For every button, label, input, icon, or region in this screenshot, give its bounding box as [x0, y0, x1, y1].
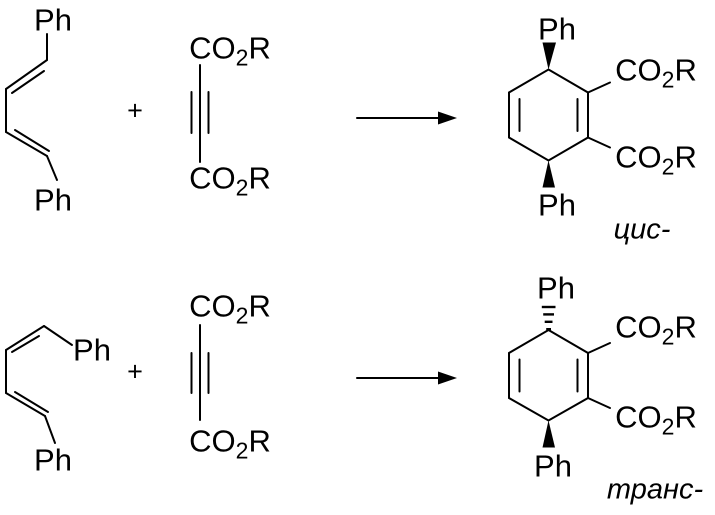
stereo-label-cis: цис-: [613, 213, 671, 246]
ester-bond: [587, 81, 611, 94]
ester-post: R: [248, 423, 271, 459]
product-ring-bottom: [508, 305, 611, 448]
ester-subscript: 2: [661, 66, 675, 93]
plus-sign: +: [127, 356, 143, 387]
ester-post: R: [248, 160, 271, 196]
bond: [5, 392, 46, 417]
phenyl-label: Ph: [537, 270, 575, 305]
double-bond-inner: [11, 70, 45, 94]
solid-wedge-bond: [542, 42, 556, 70]
ester-pre: CO: [615, 139, 662, 175]
ester-pre: CO: [189, 288, 236, 324]
ring-bond: [508, 328, 589, 422]
alkyne-skeleton-top: [190, 64, 210, 163]
ester-post: R: [248, 30, 271, 66]
ester-subscript: 2: [661, 153, 675, 180]
ester-subscript: 2: [235, 174, 249, 201]
ester-subscript: 2: [235, 302, 249, 329]
double-bond-inner: [14, 391, 49, 413]
product-ring-top: [508, 42, 611, 188]
ester-post: R: [674, 139, 697, 175]
ester-pre: CO: [189, 423, 236, 459]
ester-pre: CO: [189, 160, 236, 196]
ester-pre: CO: [615, 52, 662, 88]
diene-skeleton-bottom: [5, 325, 73, 444]
ester-subscript: 2: [235, 437, 249, 464]
ester-pre: CO: [189, 30, 236, 66]
ester-pre: CO: [615, 399, 662, 435]
arrow-head: [438, 371, 457, 385]
solid-wedge-bond: [542, 420, 555, 448]
hashed-wedge-bond: [541, 305, 556, 331]
ester-post: R: [674, 399, 697, 435]
ester-post: R: [674, 52, 697, 88]
ester-pre: CO: [615, 309, 662, 345]
ring-bond: [508, 68, 589, 162]
bond: [5, 325, 45, 351]
reaction-arrow-icon: [356, 111, 457, 125]
diene-skeleton-top: [5, 33, 58, 181]
phenyl-label: Ph: [538, 187, 576, 222]
double-bond-inner: [14, 129, 50, 152]
bond: [5, 131, 48, 157]
stereo-label-trans: транс-: [606, 473, 704, 506]
plus-sign: +: [127, 95, 143, 126]
phenyl-label: Ph: [34, 182, 72, 218]
bond: [5, 59, 48, 90]
ester-subscript: 2: [661, 323, 675, 350]
phenyl-label: Ph: [73, 332, 111, 367]
bond: [46, 155, 58, 181]
phenyl-label: Ph: [538, 11, 576, 46]
ester-post: R: [248, 288, 271, 324]
phenyl-label: Ph: [34, 442, 72, 478]
ester-bond: [587, 397, 611, 409]
solid-wedge-bond: [542, 160, 555, 188]
phenyl-label: Ph: [34, 2, 72, 37]
reaction-arrow-icon: [356, 371, 457, 385]
phenyl-label: Ph: [534, 448, 572, 483]
ester-subscript: 2: [235, 44, 249, 71]
ester-post: R: [674, 309, 697, 345]
arrow-head: [438, 111, 457, 125]
ester-bond: [587, 342, 611, 354]
double-bond-inner: [11, 335, 40, 353]
ester-subscript: 2: [661, 413, 675, 440]
alkyne-skeleton-bottom: [190, 324, 210, 421]
bond: [43, 325, 73, 346]
ester-bond: [587, 136, 611, 149]
bond: [44, 415, 56, 444]
